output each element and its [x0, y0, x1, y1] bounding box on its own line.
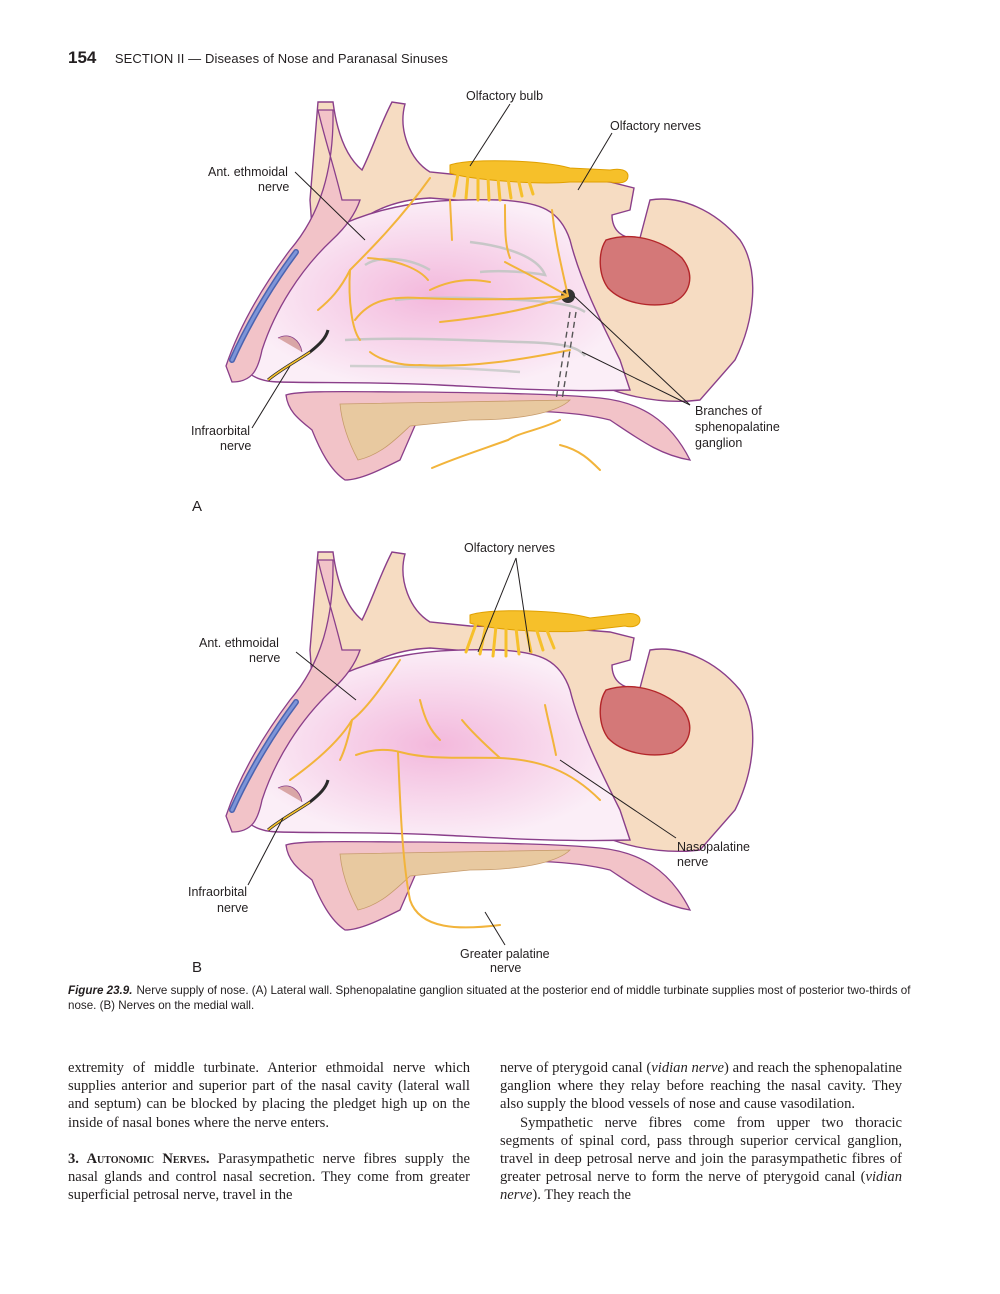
panel-b-label-infraorbital-2: nerve [217, 901, 248, 915]
page-number: 154 [68, 48, 97, 67]
body-text: ) and reach the sphenopalatine ganglion … [500, 1060, 902, 1113]
panel-b-nasal-cavity [239, 649, 631, 842]
panel-b-skull-bone [309, 551, 754, 852]
panel-b-label-ant-ethmoidal-1: Ant. ethmoidal [199, 636, 279, 650]
panel-b-label-infraorbital-1: Infraorbital [188, 885, 247, 899]
panel-a-label-infraorbital-2: nerve [220, 439, 251, 453]
body-column-right: nerve of pterygoid canal (vidian nerve) … [500, 1059, 902, 1205]
panel-a-label-olfactory-nerves: Olfactory nerves [610, 119, 701, 133]
panel-b-olfactory-bulb [469, 610, 641, 633]
panel-a-palate [285, 390, 692, 481]
section-heading: 3. Autonomic Nerves. [68, 1150, 210, 1167]
panel-b-label-ant-ethmoidal-2: nerve [249, 651, 280, 665]
panel-a-label-infraorbital-1: Infraorbital [191, 424, 250, 438]
panel-a-palatine-bone [339, 399, 571, 461]
panel-a-nasal-cartilage [229, 249, 299, 363]
panel-b-illustration: Olfactory nerves Ant. ethmoidal nerve In… [188, 541, 754, 976]
panel-b-palatine-bone [339, 849, 571, 911]
body-emphasis: vidian nerve [500, 1169, 902, 1204]
body-text: nerve of pterygoid canal ( [500, 1060, 652, 1076]
panel-b-nasal-bone [225, 559, 361, 833]
panel-b-label-greater-palatine-2: nerve [490, 961, 521, 975]
panel-b-palate [285, 840, 692, 931]
panel-b-label-nasopalatine-1: Nasopalatine [677, 840, 750, 854]
figure-caption: Figure 23.9.Nerve supply of nose. (A) La… [68, 983, 913, 1013]
panel-a-label-olfactory-bulb: Olfactory bulb [466, 89, 543, 103]
panel-a-label-ant-ethmoidal-2: nerve [258, 180, 289, 194]
body-paragraph: Sympathetic nerve fibres come from upper… [500, 1114, 902, 1205]
figure-caption-text: Nerve supply of nose. (A) Lateral wall. … [68, 984, 911, 1012]
panel-a-sphenopalatine-ganglion [561, 289, 575, 303]
panel-a-olfactory-bulb [449, 160, 629, 184]
body-column-left: extremity of middle turbinate. Anterior … [68, 1059, 470, 1204]
figure-caption-label: Figure 23.9. [68, 984, 133, 997]
body-emphasis: vidian nerve [651, 1060, 724, 1076]
panel-a-label-ant-ethmoidal-1: Ant. ethmoidal [208, 165, 288, 179]
panel-a-illustration: Olfactory bulb Olfactory nerves Ant. eth… [191, 89, 780, 515]
panel-a-nasal-bone [225, 109, 361, 383]
panel-a-label-branches-2: sphenopalatine [695, 420, 780, 434]
panel-a-label-branches-1: Branches of [695, 404, 762, 418]
body-text: Sympathetic nerve fibres come from upper… [500, 1114, 902, 1186]
panel-b-label-nasopalatine-2: nerve [677, 855, 708, 869]
body-paragraph: extremity of middle turbinate. Anterior … [68, 1060, 470, 1131]
panel-a-nasal-cavity [239, 199, 631, 392]
panel-b-letter: B [192, 959, 202, 976]
panel-a-skull-bone [309, 101, 754, 402]
panel-b-sphenoid-sinus [599, 685, 691, 756]
panel-b-label-greater-palatine-1: Greater palatine [460, 947, 550, 961]
body-text: ). They reach the [532, 1187, 632, 1204]
panel-a-label-branches-3: ganglion [695, 436, 742, 450]
panel-a-letter: A [192, 498, 202, 515]
body-paragraph-text: Parasympathetic nerve fibres supply the … [68, 1150, 470, 1204]
body-paragraph: nerve of pterygoid canal (vidian nerve) … [500, 1059, 902, 1114]
body-paragraph: 3. Autonomic Nerves. Parasympathetic ner… [68, 1150, 470, 1205]
panel-a-sphenoid-sinus [599, 235, 691, 306]
running-title: SECTION II — Diseases of Nose and Parana… [114, 51, 448, 66]
panel-b-label-olfactory-nerves: Olfactory nerves [464, 541, 555, 555]
page-header: 154 SECTION II — Diseases of Nose and Pa… [68, 48, 448, 68]
